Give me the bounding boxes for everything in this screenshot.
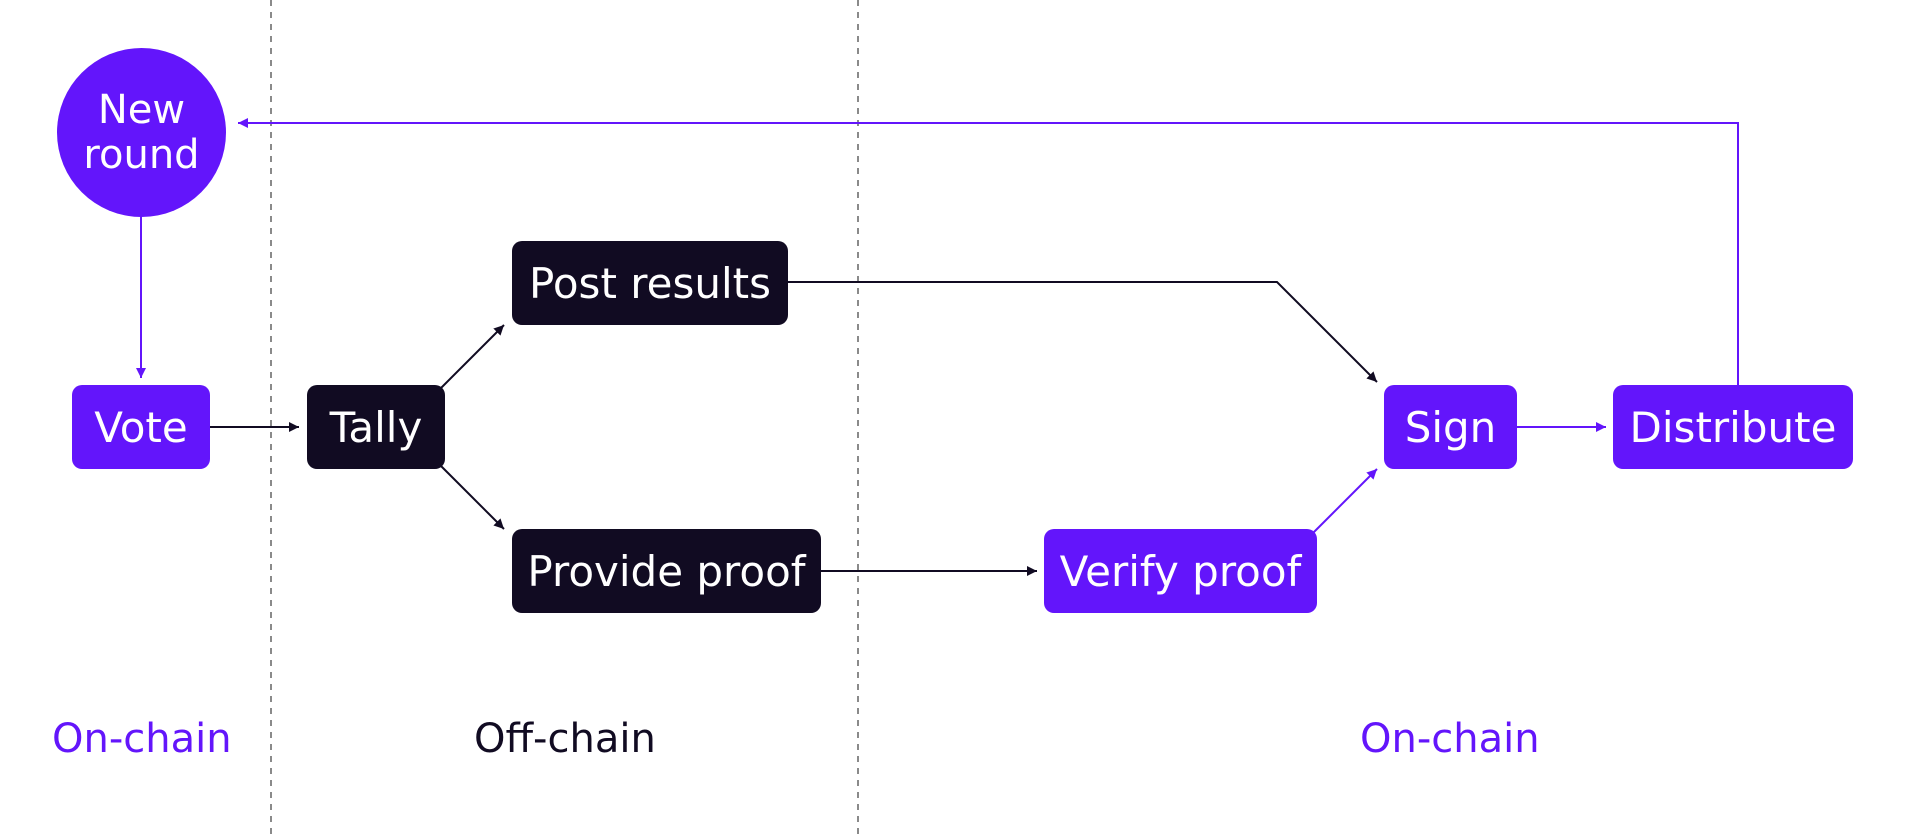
verify-proof-node: Verify proof <box>1044 529 1317 613</box>
distribute-node: Distribute <box>1613 385 1853 469</box>
sign-label: Sign <box>1404 402 1497 452</box>
distribute-label: Distribute <box>1629 402 1837 452</box>
vote-label: Vote <box>94 402 188 452</box>
new-round-node: New round <box>57 48 226 217</box>
provide-proof-label: Provide proof <box>527 546 806 596</box>
verify-proof-label: Verify proof <box>1059 546 1302 596</box>
post-results-node: Post results <box>512 241 788 325</box>
post-results-label: Post results <box>529 258 771 308</box>
sign-node: Sign <box>1384 385 1517 469</box>
zone-label-off-chain: Off-chain <box>474 716 656 762</box>
zone-label-on-chain-left: On-chain <box>52 716 232 762</box>
provide-proof-node: Provide proof <box>512 529 821 613</box>
new-round-label: New round <box>83 86 200 178</box>
arrow-tally-to-provide-proof <box>440 465 505 530</box>
vote-node: Vote <box>72 385 210 469</box>
arrow-distribute-to-new-round <box>238 118 1739 388</box>
tally-node: Tally <box>307 385 445 469</box>
arrow-tally-to-post-results <box>440 324 505 389</box>
arrow-post-results-to-sign <box>787 281 1378 383</box>
zone-label-on-chain-right: On-chain <box>1360 716 1540 762</box>
tally-label: Tally <box>329 402 423 452</box>
arrow-verify-to-sign <box>1312 468 1378 534</box>
